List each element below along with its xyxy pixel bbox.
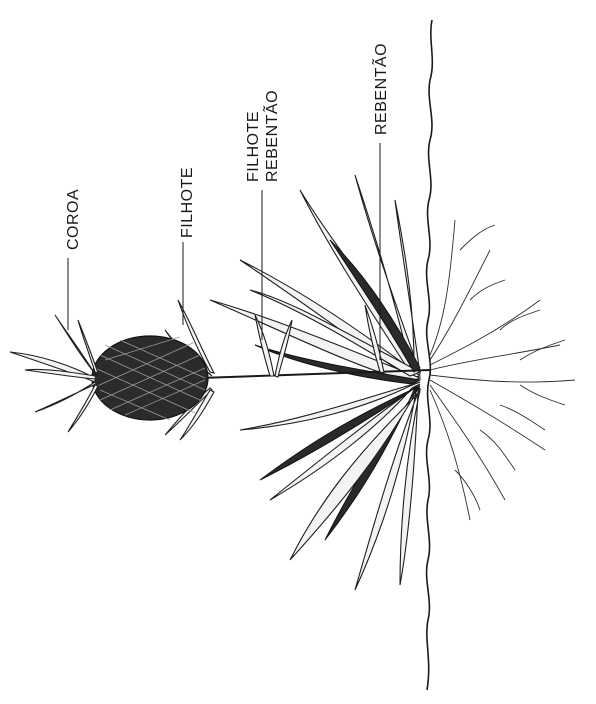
label-filhote-rebentao-line1: FILHOTE <box>245 111 262 182</box>
label-coroa: COROA <box>65 189 82 250</box>
roots <box>430 220 575 520</box>
label-rebentao: REBENTÃO <box>370 43 390 135</box>
leaf-rosette <box>210 175 420 590</box>
pineapple-fruit <box>92 336 208 420</box>
soil-line <box>427 20 433 690</box>
label-filhote: FILHOTE <box>179 167 196 238</box>
crown <box>10 315 98 432</box>
label-filhote-rebentao-line2: REBENTÃO <box>261 90 281 182</box>
